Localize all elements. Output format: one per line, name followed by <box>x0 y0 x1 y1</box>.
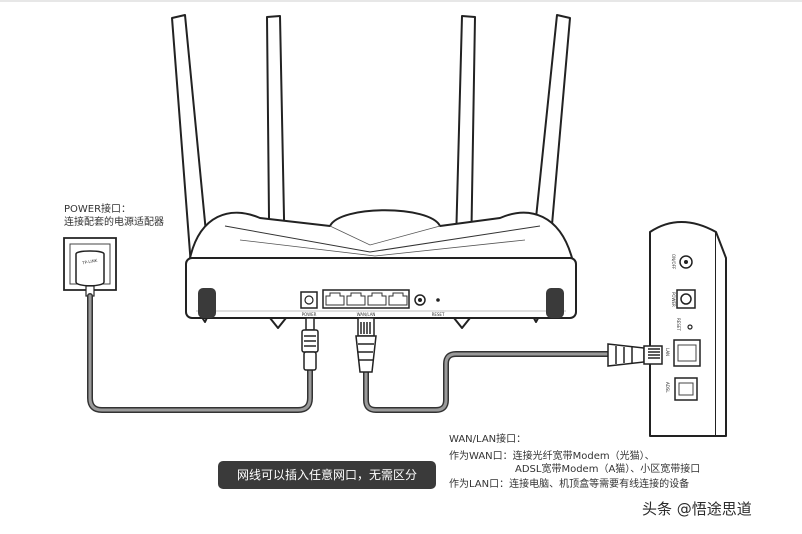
lan-usage-line: 作为LAN口：连接电脑、机顶盒等需要有线连接的设备 <box>449 479 690 490</box>
power-plug <box>301 317 319 371</box>
modem-reset-label: RESET <box>676 318 681 331</box>
wan-usage-line-2: ADSL宽带Modem（A猫）、小区宽带接口 <box>515 464 701 475</box>
modem-onoff-label: ON/OFF <box>671 254 676 270</box>
router-foot-right <box>546 288 564 318</box>
reset-hole <box>436 298 440 302</box>
watermark: 头条 @悟途思道 <box>642 500 752 518</box>
wan-usage-line-1: 作为WAN口：连接光纤宽带Modem（光猫）、 <box>449 451 655 462</box>
modem-power-jack <box>676 289 696 309</box>
port-1 <box>325 292 345 306</box>
adapter-brand: TP-LINK <box>81 258 98 266</box>
note-badge: 网线可以插入任意网口，无需区分 <box>218 461 436 489</box>
router-power-label: POWER <box>302 312 317 317</box>
power-adapter: TP-LINK <box>63 237 117 297</box>
port-2 <box>346 292 366 306</box>
power-port-desc: 连接配套的电源适配器 <box>64 217 164 228</box>
power-port-title: POWER接口： <box>64 204 132 215</box>
router-power-jack <box>300 291 318 309</box>
modem-adsl-label: ADSL <box>665 382 670 393</box>
cables <box>87 293 613 413</box>
modem-power-label: POWER <box>671 292 676 307</box>
port-4 <box>388 292 408 306</box>
router-ports-label: WAN/LAN <box>357 312 376 317</box>
port-3 <box>367 292 387 306</box>
router-foot-left <box>198 288 216 318</box>
router-body: POWER WAN/LAN RESET <box>185 209 577 319</box>
router-reset-label: RESET <box>432 312 445 317</box>
modem-lan-label: LAN <box>665 348 670 356</box>
modem-reset-hole <box>687 324 693 330</box>
modem: ON/OFF POWER RESET LAN ADSL <box>649 221 727 437</box>
ethernet-cable <box>363 351 613 413</box>
ethernet-plug-router <box>355 317 377 373</box>
ethernet-plug-modem <box>607 343 663 367</box>
wan-lan-title: WAN/LAN接口： <box>449 434 527 445</box>
router-ports: WAN/LAN <box>322 289 410 317</box>
